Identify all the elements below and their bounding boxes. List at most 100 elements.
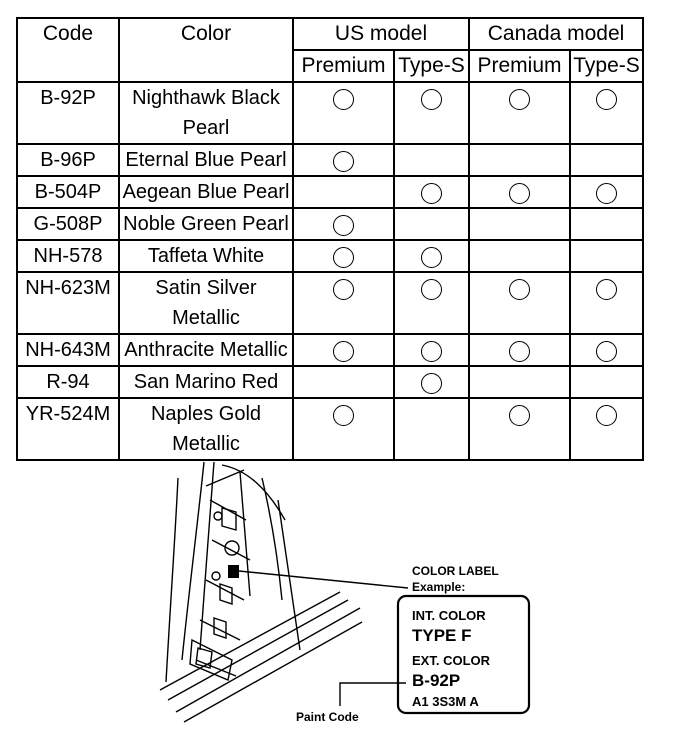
header-code: Code (16, 17, 120, 83)
paint-code-cell: B-504P (16, 175, 120, 209)
availability-cell-ca-premium (468, 207, 572, 241)
available-circle-icon (421, 372, 442, 394)
availability-cell-us-type_s (392, 333, 471, 367)
available-circle-icon (421, 246, 442, 268)
paint-color-table: Code Color US model Canada model Premium… (16, 17, 645, 461)
available-circle-icon (596, 182, 618, 204)
availability-cell-us-type_s (392, 365, 471, 399)
availability-cell-ca-type_s (569, 207, 645, 241)
availability-cell-ca-premium (468, 271, 572, 335)
color-name-cell: Noble Green Pearl (118, 207, 294, 241)
availability-cell-ca-premium (468, 239, 572, 273)
availability-cell-us-type_s (392, 207, 471, 241)
availability-cell-ca-premium (468, 143, 572, 177)
header-ca-type-s: Type-S (569, 49, 645, 83)
color-name-cell: Naples Gold Metallic (118, 397, 294, 461)
int-color-label: INT. COLOR (412, 608, 486, 623)
availability-cell-ca-type_s (569, 271, 645, 335)
available-circle-icon (421, 182, 442, 204)
paint-code-cell: B-92P (16, 81, 120, 145)
paint-code-cell: B-96P (16, 143, 120, 177)
header-canada-model: Canada model (468, 17, 645, 51)
model-code: A1 3S3M A (412, 694, 479, 709)
header-us-premium: Premium (292, 49, 395, 83)
available-circle-icon (509, 182, 531, 204)
paint-code-cell: NH-578 (16, 239, 120, 273)
header-color: Color (118, 17, 294, 83)
color-name-cell: Aegean Blue Pearl (118, 175, 294, 209)
availability-cell-us-premium (292, 175, 395, 209)
availability-cell-us-type_s (392, 271, 471, 335)
availability-cell-ca-type_s (569, 239, 645, 273)
availability-cell-ca-premium (468, 397, 572, 461)
available-circle-icon (596, 404, 618, 426)
availability-cell-us-type_s (392, 81, 471, 145)
paint-code-callout: Paint Code (296, 710, 359, 724)
available-circle-icon (509, 88, 531, 110)
availability-cell-us-premium (292, 397, 395, 461)
availability-cell-us-premium (292, 333, 395, 367)
availability-cell-us-type_s (392, 239, 471, 273)
color-name-cell: Satin Silver Metallic (118, 271, 294, 335)
availability-cell-us-premium (292, 81, 395, 145)
availability-cell-us-premium (292, 365, 395, 399)
available-circle-icon (421, 278, 442, 300)
int-color-value: TYPE F (412, 626, 472, 645)
available-circle-icon (333, 88, 354, 110)
paint-code-cell: NH-643M (16, 333, 120, 367)
color-label-subtitle: Example: (412, 580, 465, 594)
availability-cell-us-premium (292, 143, 395, 177)
availability-cell-ca-premium (468, 365, 572, 399)
available-circle-icon (596, 278, 618, 300)
paint-code-cell: YR-524M (16, 397, 120, 461)
available-circle-icon (509, 278, 531, 300)
available-circle-icon (333, 246, 354, 268)
color-label-box (396, 594, 531, 715)
color-name-cell: Taffeta White (118, 239, 294, 273)
availability-cell-us-premium (292, 239, 395, 273)
color-label-marker (228, 565, 239, 578)
color-name-cell: Nighthawk Black Pearl (118, 81, 294, 145)
availability-cell-ca-type_s (569, 365, 645, 399)
color-name-cell: Eternal Blue Pearl (118, 143, 294, 177)
availability-cell-ca-type_s (569, 333, 645, 367)
available-circle-icon (333, 278, 354, 300)
color-label-title: COLOR LABEL (412, 564, 499, 578)
availability-cell-ca-type_s (569, 81, 645, 145)
paint-code-cell: NH-623M (16, 271, 120, 335)
available-circle-icon (333, 150, 354, 172)
availability-cell-ca-type_s (569, 397, 645, 461)
door-pillar-drawing (159, 461, 363, 723)
availability-cell-ca-type_s (569, 175, 645, 209)
availability-cell-us-type_s (392, 143, 471, 177)
header-us-model: US model (291, 17, 471, 51)
ext-color-label: EXT. COLOR (412, 653, 491, 668)
availability-cell-us-premium (292, 271, 395, 335)
availability-cell-ca-premium (468, 175, 572, 209)
color-name-cell: Anthracite Metallic (118, 333, 294, 367)
available-circle-icon (333, 404, 354, 426)
availability-cell-us-type_s (392, 397, 471, 461)
paint-code-cell: R-94 (16, 365, 120, 399)
leader-line (238, 570, 409, 589)
header-us-type-s: Type-S (392, 49, 471, 83)
available-circle-icon (333, 340, 354, 362)
available-circle-icon (596, 88, 618, 110)
available-circle-icon (421, 340, 442, 362)
color-name-cell: San Marino Red (118, 365, 294, 399)
availability-cell-us-premium (292, 207, 395, 241)
availability-cell-us-type_s (392, 175, 471, 209)
availability-cell-ca-premium (468, 81, 572, 145)
available-circle-icon (509, 340, 531, 362)
available-circle-icon (421, 88, 442, 110)
